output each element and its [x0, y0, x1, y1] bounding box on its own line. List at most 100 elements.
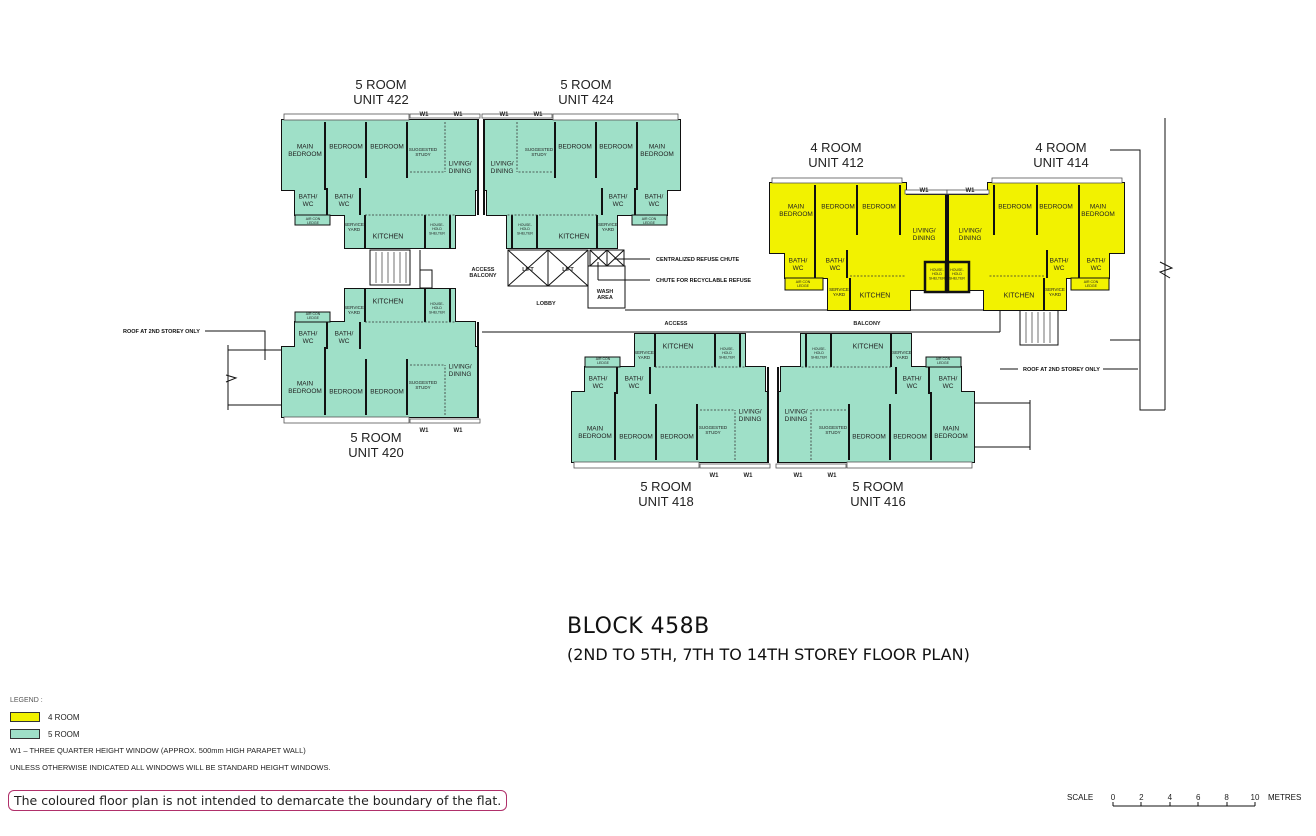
room-label-window: W1 [534, 112, 544, 118]
room-label-living-dining: LIVING/DINING [448, 161, 471, 175]
unit-fill [345, 213, 455, 248]
room-label-bedroom: BEDROOM [558, 143, 592, 150]
room-label-living-dining: LIVING/DINING [448, 364, 471, 378]
unit-fill [585, 367, 765, 394]
room-label-bath-wc: BATH/WC [1050, 258, 1069, 272]
room-label-bath-wc: BATH/WC [789, 258, 808, 272]
roof-note-right: ROOF AT 2ND STOREY ONLY [1023, 367, 1100, 373]
legend-w1-note: W1 – THREE QUARTER HEIGHT WINDOW (APPROX… [10, 746, 306, 755]
room-label-window: W1 [454, 428, 464, 434]
room-label-window: W1 [966, 188, 976, 194]
aircon-ledge [1070, 277, 1110, 291]
lobby-label: LOBBY [536, 301, 556, 307]
room-label-window: W1 [420, 112, 430, 118]
room-label-window: W1 [794, 473, 804, 479]
room-label-bath-wc: BATH/WC [1087, 258, 1106, 272]
room-label-kitchen: KITCHEN [1004, 292, 1035, 299]
room-label-bedroom: BEDROOM [329, 143, 363, 150]
recycle-chute-label: CHUTE FOR RECYCLABLE REFUSE [656, 278, 751, 284]
scale-tick: 6 [1196, 793, 1201, 802]
unit-fill [781, 367, 961, 394]
room-label-bedroom: BEDROOM [852, 433, 886, 440]
scale-tick: 10 [1251, 793, 1260, 802]
unit-fill [984, 275, 1066, 310]
unit-fill [295, 188, 475, 215]
legend-label-4room: 4 ROOM [48, 712, 80, 722]
room-label-window: W1 [828, 473, 838, 479]
unit-fill [345, 289, 455, 324]
room-label-living-dining: LIVING/DINING [958, 228, 981, 242]
scale-label: SCALE [1067, 793, 1093, 802]
common-structure [205, 118, 1174, 450]
room-label-bath-wc: BATH/WC [335, 194, 354, 208]
room-label-bath-wc: BATH/WC [299, 331, 318, 345]
room-label-kitchen: KITCHEN [373, 298, 404, 305]
scale-tick: 8 [1224, 793, 1229, 802]
room-label-bedroom: BEDROOM [329, 388, 363, 395]
access-label: ACCESS [665, 321, 688, 327]
scale-line [1112, 802, 1256, 807]
unit-fill [487, 188, 667, 215]
window [775, 463, 847, 469]
staircase [369, 249, 411, 286]
room-label-bedroom: BEDROOM [821, 203, 855, 210]
room-label-bath-wc: BATH/WC [645, 194, 664, 208]
legend-swatch-5room [10, 729, 40, 739]
window [699, 463, 771, 469]
room-label-window: W1 [454, 112, 464, 118]
room-label-kitchen: KITCHEN [663, 343, 694, 350]
room-label-bedroom: BEDROOM [998, 203, 1032, 210]
aircon-ledge [925, 356, 962, 368]
unit-fill [801, 334, 911, 369]
room-label-bath-wc: BATH/WC [903, 376, 922, 390]
unit-fill [770, 183, 906, 253]
window [991, 177, 1123, 184]
room-label-bath-wc: BATH/WC [826, 258, 845, 272]
legend-label-5room: 5 ROOM [48, 729, 80, 739]
window [409, 113, 481, 119]
room-label-window: W1 [744, 473, 754, 479]
room-label-bath-wc: BATH/WC [299, 194, 318, 208]
room-label-bath-wc: BATH/WC [939, 376, 958, 390]
room-label-bath-wc: BATH/WC [589, 376, 608, 390]
room-label-living-dining: LIVING/DINING [738, 409, 761, 423]
room-label-living-dining: LIVING/DINING [912, 228, 935, 242]
window [481, 113, 553, 119]
